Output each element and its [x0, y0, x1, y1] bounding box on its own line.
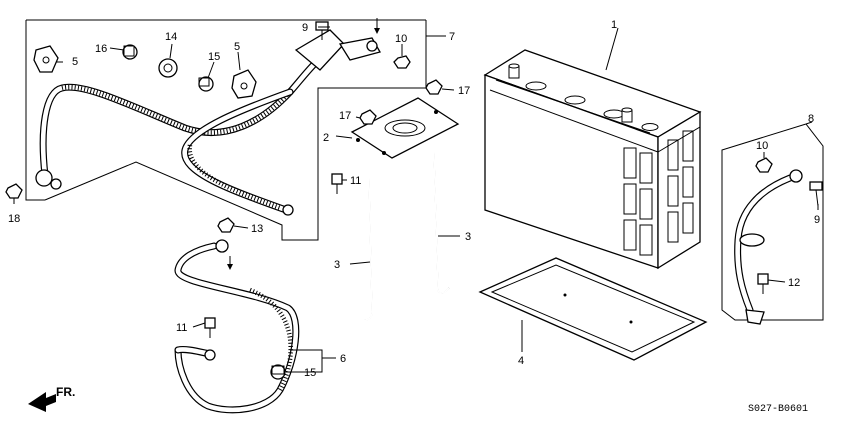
callout-15-upper: 15: [208, 51, 220, 63]
callout-1: 1: [611, 19, 617, 31]
callout-2: 2: [323, 132, 329, 144]
callout-labels: 1 2 3 3 4 5 5 6 7 8 9 9 10 10 11 11 12 1…: [8, 19, 820, 379]
nut-18: [5, 183, 23, 199]
callout-6: 6: [340, 353, 346, 365]
ground-cable-eyelet-lower: [204, 349, 216, 361]
callout-16: 16: [95, 43, 107, 55]
battery-hold-down-plate: [350, 97, 460, 159]
battery-tray: [478, 257, 708, 361]
group-7-bracket: [25, 19, 427, 241]
nut-10-right: [755, 157, 773, 173]
fr-arrow-icon: [28, 392, 56, 412]
callout-14: 14: [165, 31, 177, 43]
callout-3-left: 3: [334, 259, 340, 271]
callout-4: 4: [518, 355, 524, 367]
terminal-cover-5-center: [231, 69, 257, 99]
callout-17-upper: 17: [458, 85, 470, 97]
sensor-cable: [734, 169, 803, 325]
front-direction-arrow: FR.: [28, 385, 75, 412]
group-8-bracket: [721, 123, 824, 321]
bolt-12: [757, 273, 769, 294]
callout-13: 13: [251, 223, 263, 235]
callout-5-left: 5: [72, 56, 78, 68]
callout-18: 18: [8, 213, 20, 225]
bolt-11-upper: [331, 173, 343, 194]
sensor-cable-end: [745, 309, 765, 325]
bolt-11-lower: [204, 317, 216, 338]
callout-9-upper: 9: [302, 22, 308, 34]
ground-cable: [174, 239, 300, 414]
bolt-9-right: [809, 181, 823, 207]
callout-10-right: 10: [756, 140, 768, 152]
sensor-cable-holder: [739, 233, 765, 247]
positive-cable: [35, 29, 381, 216]
leader-lines: [13, 26, 819, 373]
arrow-marker-6: [227, 256, 233, 270]
cable-end-eyelet-mid: [282, 204, 294, 216]
callout-7: 7: [449, 31, 455, 43]
nut-10-upper: [393, 55, 411, 69]
callout-11-lower: 11: [176, 322, 187, 334]
diagram-code: S027-B0601: [748, 404, 808, 415]
sensor-cable-clamp: [789, 169, 803, 183]
callout-3-right: 3: [465, 231, 471, 243]
callout-17-lower: 17: [339, 110, 351, 122]
clip-16: [122, 44, 138, 60]
callout-11-upper: 11: [350, 175, 361, 187]
positive-terminal-clamp: [294, 29, 381, 71]
clip-15-upper: [198, 76, 214, 92]
callout-5-center: 5: [234, 41, 240, 53]
nut-13: [217, 217, 235, 233]
hold-down-bolt-right: [433, 151, 450, 295]
bolt-9-upper: [315, 21, 329, 40]
clip-14: [158, 58, 178, 78]
callout-15-lower: 15: [304, 367, 316, 379]
terminal-cover-5-left: [33, 45, 59, 73]
arrow-marker-7: [374, 18, 380, 34]
battery-terminal-negative: [508, 63, 520, 79]
battery-ribs: [623, 130, 694, 256]
battery: [483, 49, 702, 270]
callout-9-right: 9: [814, 214, 820, 226]
hold-down-bolt-left: [360, 177, 373, 321]
battery-terminal-positive: [621, 107, 633, 123]
callout-8: 8: [808, 113, 814, 125]
callout-12: 12: [788, 277, 800, 289]
ground-cable-eyelet-top: [215, 239, 229, 253]
fr-label: FR.: [56, 385, 75, 399]
group-6-bracket: [290, 349, 323, 373]
clip-15-lower: [270, 364, 286, 380]
cable-end-eyelet-lower: [35, 169, 62, 190]
nut-17-upper: [425, 79, 443, 95]
nut-17-lower: [359, 109, 377, 125]
callout-10-upper: 10: [395, 33, 407, 45]
